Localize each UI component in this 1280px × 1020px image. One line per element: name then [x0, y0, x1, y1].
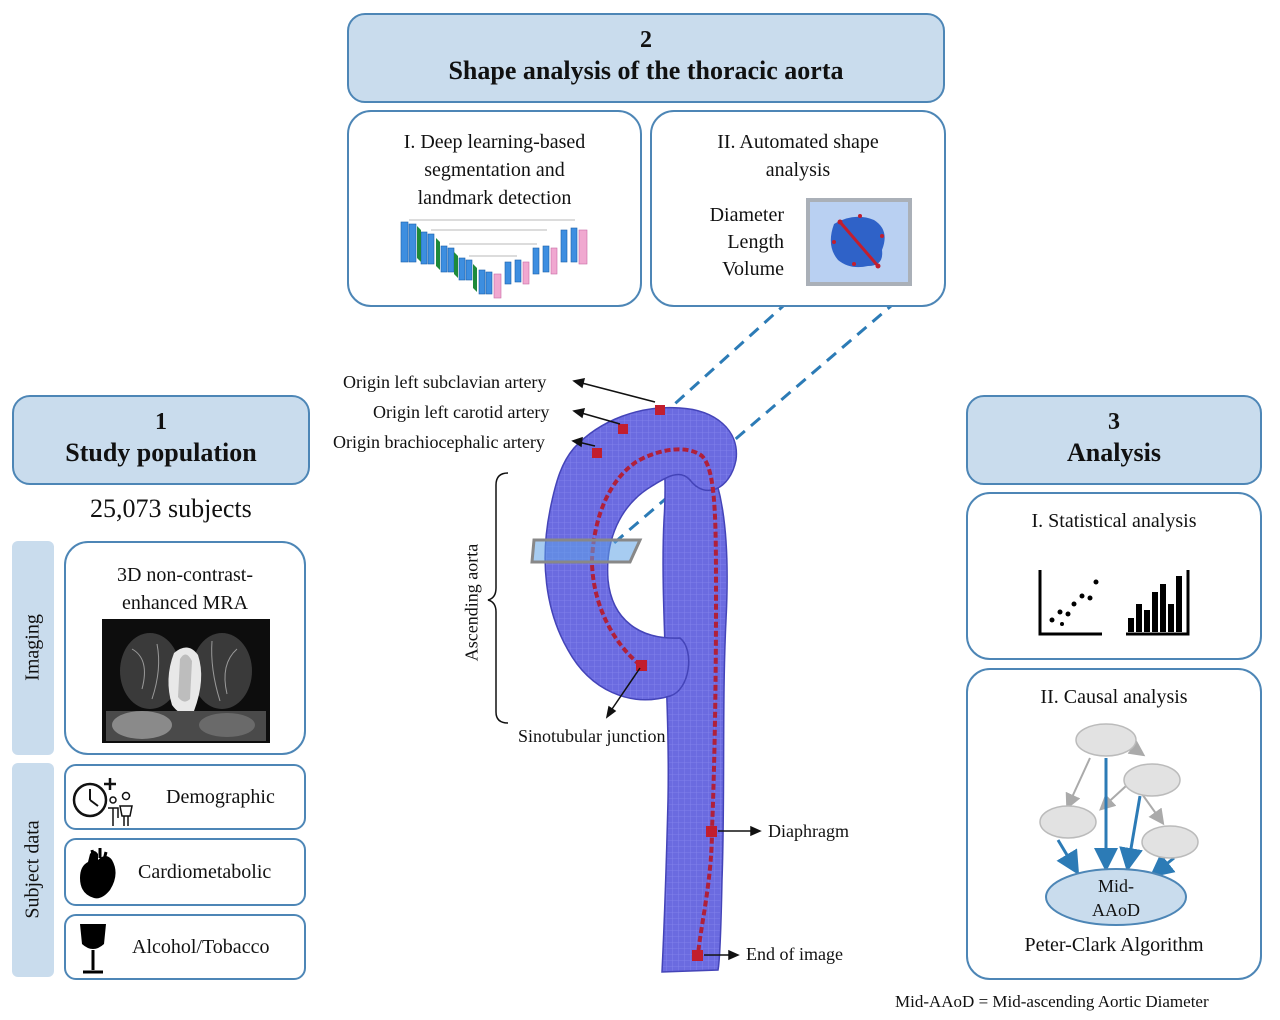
section2-number: 2 [640, 27, 652, 53]
metric-length: Length [727, 231, 784, 253]
metric-volume: Volume [722, 258, 784, 280]
mra-image [102, 619, 270, 743]
subject-data-sidebar [12, 763, 54, 977]
imaging-line-2: enhanced MRA [121, 592, 249, 614]
segmentation-line-2: segmentation and [424, 159, 565, 181]
section3-title: Analysis [1067, 438, 1161, 467]
section2-header: 2 Shape analysis of the thoracic aorta [347, 13, 945, 103]
shape-analysis-line-1: II. Automated shape [717, 131, 879, 153]
shape-analysis-line-2: analysis [765, 159, 831, 181]
alcohol-tobacco-label: Alcohol/Tobacco [132, 936, 270, 958]
demographic-label: Demographic [166, 786, 275, 808]
alcohol-tobacco-item: Alcohol/Tobacco [64, 914, 306, 980]
section1-header: 1 Study population [12, 395, 310, 485]
demographic-item: Demographic [64, 764, 306, 830]
cross-section-icon [806, 198, 912, 286]
label-sinotubular: Sinotubular junction [518, 726, 666, 746]
causal-analysis-title: II. Causal analysis [1040, 686, 1188, 708]
imaging-label: Imaging [21, 614, 44, 681]
label-end-of-image: End of image [746, 944, 843, 964]
label-brachiocephalic: Origin brachiocephalic artery [333, 432, 545, 452]
heart-icon [80, 848, 116, 899]
subject-data-label: Subject data [21, 820, 44, 919]
cardiometabolic-label: Cardiometabolic [138, 861, 272, 883]
cardiometabolic-item: Cardiometabolic [64, 838, 306, 906]
section3-header: 3 Analysis [966, 395, 1262, 485]
section2-title: Shape analysis of the thoracic aorta [448, 56, 844, 85]
imaging-line-1: 3D non-contrast- [116, 564, 254, 586]
segmentation-line-3: landmark detection [417, 187, 572, 209]
wine-glass-icon [80, 924, 106, 974]
label-carotid: Origin left carotid artery [373, 402, 550, 422]
label-subclavian: Origin left subclavian artery [343, 372, 547, 392]
clock-family-icon [72, 778, 133, 826]
mid-aaod-line-2: AAoD [1092, 900, 1140, 920]
algorithm-label: Peter-Clark Algorithm [1024, 934, 1204, 956]
causal-graph [1039, 723, 1199, 926]
scatter-plot-icon [1038, 570, 1102, 636]
statistical-analysis-panel: I. Statistical analysis [966, 492, 1262, 660]
segmentation-panel: I. Deep learning-based segmentation and … [347, 110, 642, 307]
causal-analysis-panel: II. Causal analysis Mid- AAoD Peter [966, 668, 1262, 980]
imaging-panel: 3D non-contrast- enhanced MRA [64, 541, 306, 755]
segmentation-line-1: I. Deep learning-based [403, 131, 586, 153]
mid-aaod-line-1: Mid- [1098, 876, 1134, 896]
section1-title: Study population [65, 438, 257, 467]
footnote: Mid-AAoD = Mid-ascending Aortic Diameter [895, 992, 1209, 1011]
metric-diameter: Diameter [709, 204, 784, 226]
unet-diagram-icon [400, 219, 588, 299]
statistical-analysis-title: I. Statistical analysis [1031, 510, 1197, 532]
bar-chart-icon [1126, 570, 1190, 636]
label-diaphragm: Diaphragm [768, 821, 849, 841]
section3-number: 3 [1108, 409, 1120, 435]
imaging-sidebar [12, 541, 54, 755]
label-ascending-aorta: Ascending aorta [461, 543, 482, 662]
subject-count: 25,073 subjects [90, 494, 252, 523]
shape-analysis-panel: II. Automated shape analysis Diameter Le… [650, 110, 946, 307]
section1-number: 1 [155, 409, 167, 435]
